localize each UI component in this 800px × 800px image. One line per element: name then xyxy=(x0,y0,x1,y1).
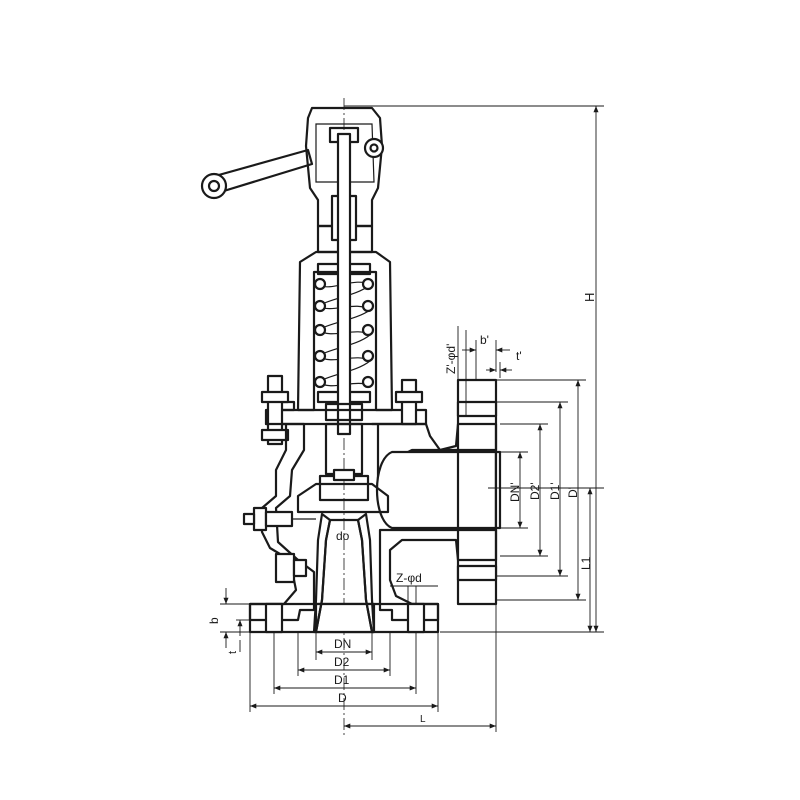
drain-plug xyxy=(274,552,308,584)
label-z-bolt-inlet: Z-φd xyxy=(396,571,422,585)
label-dn: DN xyxy=(334,637,351,651)
label-t-prime: t' xyxy=(516,349,522,363)
label-d2-prime: D2' xyxy=(528,482,542,500)
label-h: H xyxy=(582,293,597,302)
label-b-prime: b' xyxy=(480,333,489,347)
label-d: D xyxy=(338,691,347,705)
bonnet-bolt-left xyxy=(260,374,290,446)
outlet-flange xyxy=(456,378,502,606)
disc-assembly xyxy=(296,422,390,514)
label-d1: D1 xyxy=(334,673,350,687)
adjusting-screw xyxy=(242,506,316,532)
inlet-flange xyxy=(248,602,440,634)
label-d1-prime: D1' xyxy=(548,482,562,500)
label-d2: D2 xyxy=(334,655,350,669)
lifting-lever xyxy=(200,148,314,200)
lever-pin xyxy=(363,137,385,159)
label-do: do xyxy=(336,529,350,543)
dimension-labels: H L1 D' D1' D2' DN' b' t' Z'-φd' Z-φd do… xyxy=(207,293,597,725)
label-l1: L1 xyxy=(579,556,593,570)
label-l: L xyxy=(420,714,426,725)
label-z-bolt-outlet: Z'-φd' xyxy=(444,344,458,374)
label-d-prime: D' xyxy=(566,487,580,498)
valve-stem xyxy=(324,132,364,436)
label-dn-prime: DN' xyxy=(508,482,522,502)
bonnet-bolt-right xyxy=(394,378,424,426)
dimension-lines xyxy=(220,105,604,732)
label-b: b xyxy=(207,617,221,624)
label-t: t xyxy=(227,651,239,654)
nozzle xyxy=(312,512,376,634)
